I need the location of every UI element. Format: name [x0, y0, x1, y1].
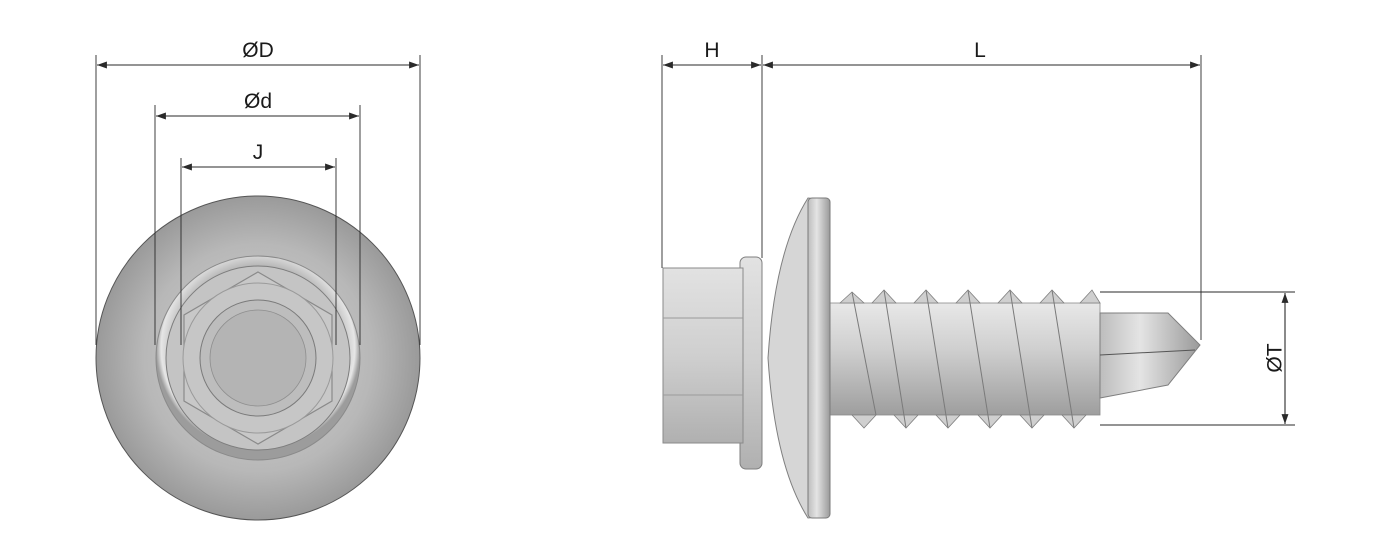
dimension-thread-diameter: ØT [1100, 291, 1295, 426]
dimension-length: L [763, 39, 1202, 340]
front-view [95, 195, 421, 521]
dimension-label-head-height: H [704, 39, 719, 62]
side-view [662, 197, 1201, 519]
hex-head [662, 267, 744, 444]
drill-tip [1099, 312, 1201, 399]
dimension-od: ØD [95, 39, 421, 345]
dimension-label-length: L [974, 39, 986, 62]
dimension-label-seal-diameter: Ød [244, 90, 272, 113]
thread-helix-lines [851, 289, 1075, 429]
thread-crests [838, 289, 1101, 429]
washer-rim [807, 197, 831, 519]
dimension-head-height: H [661, 39, 763, 268]
dimension-label-od: ØD [242, 39, 274, 62]
dimension-label-across-flats: J [253, 141, 264, 164]
dimension-label-thread-diameter: ØT [1264, 343, 1287, 372]
dimension-seal-diameter: Ød [154, 90, 361, 345]
center-recess [209, 309, 307, 407]
thread-core [829, 302, 1101, 416]
dimension-across-flats: J [180, 141, 337, 345]
